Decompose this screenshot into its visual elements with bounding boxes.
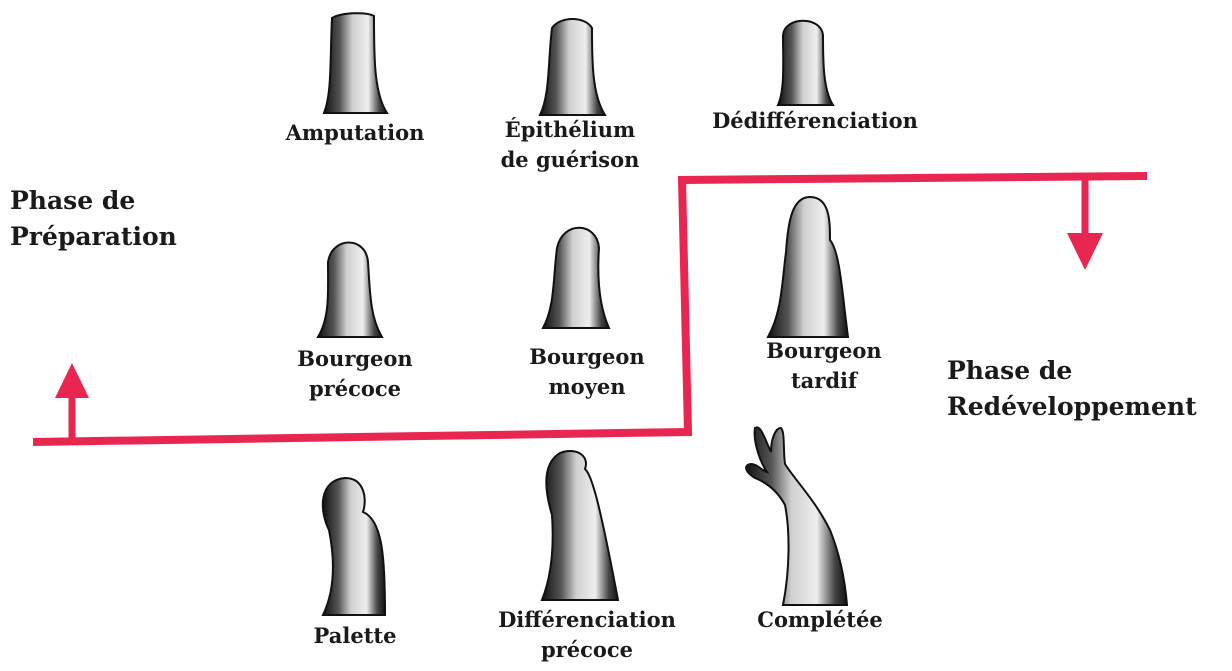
- stump-epithelium-icon: [530, 10, 610, 120]
- stump-amputation-icon: [312, 8, 392, 118]
- stage-label-amputation: Amputation: [286, 118, 425, 148]
- redevelopment-arrow-icon: [1067, 178, 1103, 270]
- stage-label-late-bud: Bourgeon tardif: [766, 336, 881, 396]
- phase-redevelopment-label: Phase de Redéveloppement: [947, 353, 1197, 425]
- stage-label-dedifferentiation: Dédifférenciation: [712, 106, 918, 136]
- stage-label-medium-bud: Bourgeon moyen: [529, 342, 644, 402]
- stage-label-palette: Palette: [314, 621, 397, 651]
- stage-label-wound-epithelium: Épithélium de guérison: [501, 115, 640, 175]
- medium-bud-icon: [535, 218, 615, 333]
- early-differentiation-icon: [530, 445, 630, 605]
- stage-label-early-differentiation: Différenciation précoce: [498, 605, 676, 665]
- stage-label-early-bud: Bourgeon précoce: [297, 344, 412, 404]
- stump-dedifferentiation-icon: [763, 10, 843, 110]
- palette-icon: [305, 470, 395, 620]
- completed-limb-icon: [735, 420, 860, 610]
- preparation-arrow-icon: [55, 363, 89, 440]
- phase-preparation-label: Phase de Préparation: [10, 183, 177, 255]
- late-bud-icon: [760, 192, 855, 342]
- stage-label-completed: Complétée: [757, 605, 882, 635]
- early-bud-icon: [308, 232, 388, 342]
